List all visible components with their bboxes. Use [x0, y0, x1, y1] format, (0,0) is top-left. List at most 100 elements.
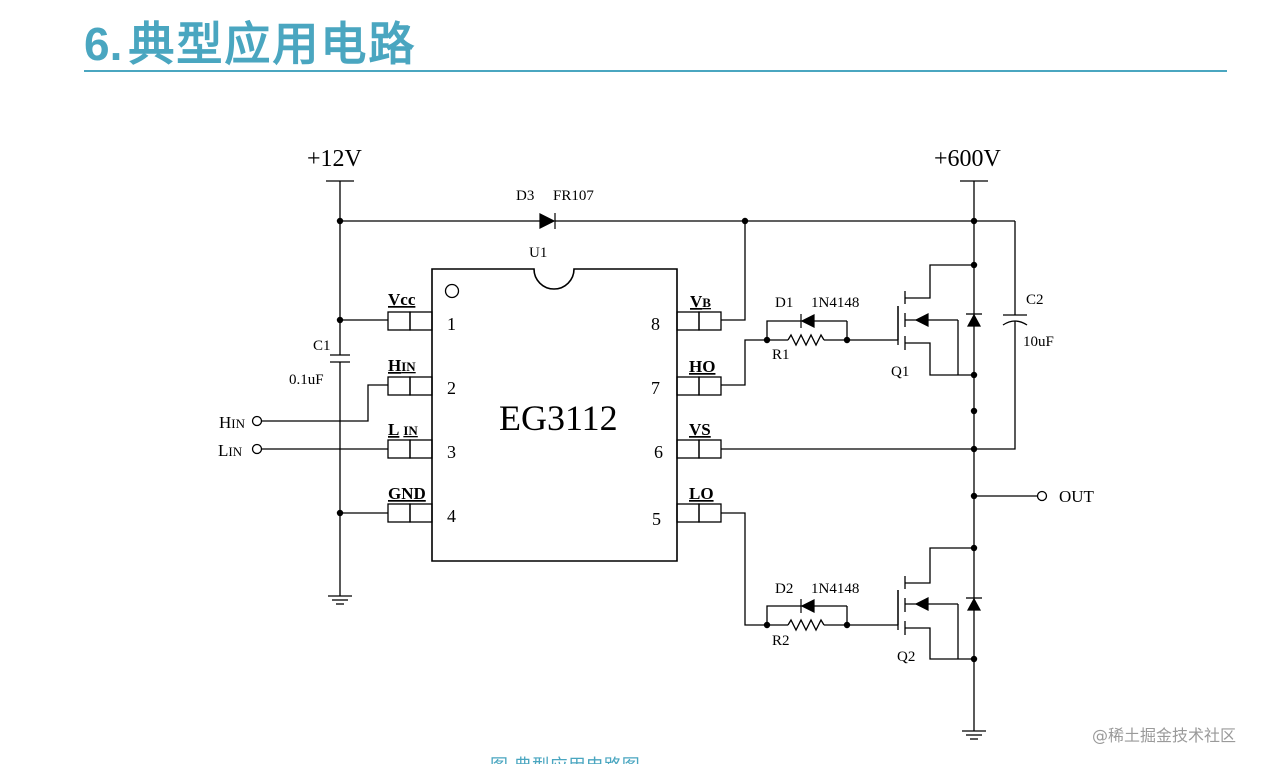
c1-value-label: 0.1uF: [289, 372, 324, 388]
r2-label: R2: [772, 633, 790, 649]
vs-wire: [721, 321, 1016, 450]
junction-vb: [741, 217, 749, 225]
junction-d1-r1-right: [843, 336, 851, 344]
junction-gnd-pin4: [336, 509, 344, 517]
pin8-name: VB: [690, 292, 711, 311]
q1-source-wire: [905, 342, 974, 376]
lo-wire: [721, 512, 767, 626]
junction-q1-drain: [970, 261, 978, 269]
d1-diode-triangle: [800, 314, 815, 328]
junction-d2-r2-right: [843, 621, 851, 629]
q1-arrow: [914, 313, 929, 327]
junction-q2-drain: [970, 544, 978, 552]
pin7-number: 7: [651, 378, 660, 398]
r1-zigzag: [787, 333, 825, 347]
ic-body: [431, 268, 678, 562]
pad-6b: [698, 439, 722, 459]
q2-drain-wire: [905, 547, 974, 584]
pin6-name: VS: [689, 420, 711, 439]
d2-left-wire: [766, 605, 804, 625]
pin1-name: Vcc: [388, 290, 416, 309]
section-number: 6.: [84, 18, 123, 70]
pad-7b: [698, 376, 722, 396]
watermark: @稀土掘金技术社区: [1092, 726, 1237, 745]
pin3-number: 3: [447, 442, 456, 462]
out-label: OUT: [1059, 487, 1095, 506]
pad-8a: [676, 311, 700, 331]
heading-divider: [84, 70, 1227, 72]
pad-7a: [676, 376, 700, 396]
d1-left-wire: [766, 320, 804, 340]
junction-out: [970, 492, 978, 500]
pin5-name: LO: [689, 484, 714, 503]
figure-caption: 图 典型应用电路图: [490, 752, 830, 764]
lin-input-label: LIN: [218, 441, 243, 460]
d2-ref-label: D2: [775, 581, 793, 597]
junction-rail-top: [970, 217, 978, 225]
d1-ref-label: D1: [775, 295, 793, 311]
ho-wire: [721, 339, 767, 386]
d3-diode-triangle: [539, 213, 556, 229]
pad-6a: [676, 439, 700, 459]
pad-4a: [387, 503, 411, 523]
junction-d1-r1-left: [763, 336, 771, 344]
r1-label: R1: [772, 347, 790, 363]
pad-3a: [387, 439, 411, 459]
chip-name-label: EG3112: [499, 398, 618, 438]
pin6-number: 6: [654, 442, 663, 462]
d3-ref-label: D3: [516, 188, 534, 204]
hin-wire: [262, 384, 388, 422]
r2-zigzag: [787, 618, 825, 632]
c1-ref-label: C1: [313, 338, 331, 354]
hin-input-label: HIN: [219, 413, 246, 432]
q2-label: Q2: [897, 649, 915, 665]
pad-5b: [698, 503, 722, 523]
pad-3b: [409, 439, 433, 459]
pin5-number: 5: [652, 509, 661, 529]
pad-1a: [387, 311, 411, 331]
pin1-marker: [444, 283, 460, 299]
junction-vcc-d3: [336, 217, 344, 225]
vb-wire: [721, 221, 746, 321]
junction-d2-r2-left: [763, 621, 771, 629]
q2-body-diode-triangle: [966, 597, 982, 611]
junction-vcc-pin1: [336, 316, 344, 324]
d2-part-label: 1N4148: [811, 581, 859, 597]
pad-5a: [676, 503, 700, 523]
q2-source-wire: [905, 627, 974, 660]
junction-q1-source: [970, 371, 978, 379]
junction-rail-mid: [970, 407, 978, 415]
d1-part-label: 1N4148: [811, 295, 859, 311]
pad-2b: [409, 376, 433, 396]
q1-label: Q1: [891, 364, 909, 380]
pin4-name: GND: [388, 484, 426, 503]
d3-part-label: FR107: [553, 188, 594, 204]
pin2-name: HIN: [388, 356, 416, 375]
c2-value-label: 10uF: [1023, 334, 1054, 350]
pad-2a: [387, 376, 411, 396]
hin-terminal: [251, 415, 263, 427]
supply-12v-label: +12V: [307, 146, 363, 172]
junction-q2-source: [970, 655, 978, 663]
q2-arrow: [914, 597, 929, 611]
chip-ref-label: U1: [529, 245, 547, 261]
q1-drain-wire: [905, 264, 974, 299]
pin4-number: 4: [447, 506, 456, 526]
pin8-number: 8: [651, 314, 660, 334]
supply-600v-label: +600V: [934, 146, 1002, 172]
pin7-name: HO: [689, 357, 715, 376]
out-terminal: [1036, 490, 1048, 502]
c2-ref-label: C2: [1026, 292, 1044, 308]
section-title: 典型应用电路: [128, 17, 417, 71]
pad-1b: [409, 311, 433, 331]
junction-vs: [970, 445, 978, 453]
pad-8b: [698, 311, 722, 331]
pad-4b: [409, 503, 433, 523]
pin1-number: 1: [447, 314, 456, 334]
lin-terminal: [251, 443, 263, 455]
pin2-number: 2: [447, 378, 456, 398]
q1-body-diode-triangle: [966, 313, 982, 327]
section-heading: 6. 典型应用电路: [84, 8, 416, 71]
